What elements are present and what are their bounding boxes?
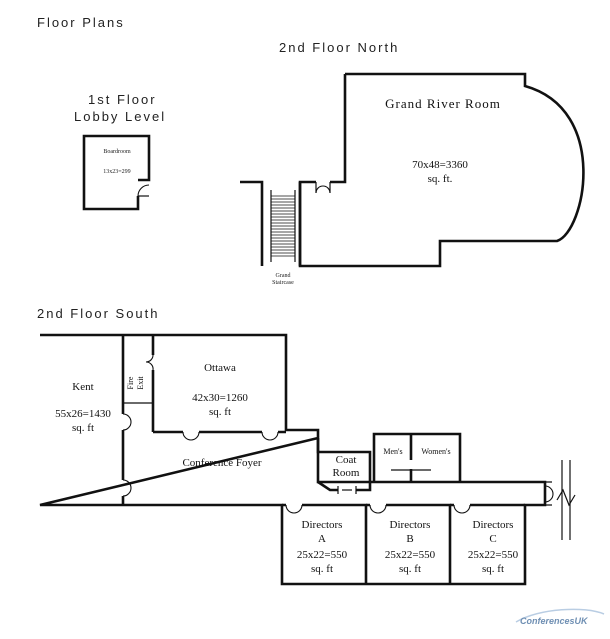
grand-staircase-label-1: Grand — [276, 273, 291, 279]
directors-a-room[interactable]: Directors A 25x22=550 sq. ft — [282, 503, 368, 584]
kent-dims: 55x26=1430 — [55, 408, 111, 420]
floor-plans-heading: Floor Plans — [37, 15, 125, 30]
logo-text: ConferencesUK — [520, 616, 589, 626]
directors-a-letter: A — [318, 533, 326, 545]
grand-staircase-label-2: Staircase — [272, 280, 294, 286]
coat-room-label-2: Room — [333, 467, 360, 479]
womens-label: Women's — [421, 447, 450, 456]
second-floor-north-heading: 2nd Floor North — [279, 40, 399, 55]
grand-river-room-unit: sq. ft. — [428, 173, 453, 185]
lobby-level-heading: Lobby Level — [74, 109, 166, 124]
grand-staircase: Grand Staircase — [240, 180, 302, 286]
directors-c-dims: 25x22=550 — [468, 549, 519, 561]
directors-c-letter: C — [489, 533, 496, 545]
kent-room[interactable]: Kent 55x26=1430 sq. ft — [55, 335, 132, 505]
coat-room-label-1: Coat — [336, 454, 357, 466]
directors-c-unit: sq. ft — [482, 563, 504, 575]
directors-a-unit: sq. ft — [311, 563, 333, 575]
fire-exit-label-1: Fire — [126, 376, 135, 389]
boardroom-label: Boardroom — [103, 149, 131, 155]
grand-river-room[interactable]: Grand River Room 70x48=3360 sq. ft. — [298, 72, 585, 268]
second-floor-south-heading: 2nd Floor South — [37, 306, 160, 321]
fire-exit-label-2: Exit — [136, 376, 145, 390]
boardroom[interactable]: Boardroom 13x23=299 — [82, 134, 151, 211]
directors-b-room[interactable]: Directors B 25x22=550 sq. ft — [366, 503, 452, 584]
washrooms: Men's Women's — [372, 432, 462, 482]
directors-b-label: Directors — [390, 519, 431, 531]
directors-b-unit: sq. ft — [399, 563, 421, 575]
fire-exit[interactable]: Fire Exit — [123, 335, 155, 432]
second-floor-south-plan — [39, 333, 576, 586]
directors-b-dims: 25x22=550 — [385, 549, 436, 561]
ottawa-label: Ottawa — [204, 362, 236, 374]
directors-b-letter: B — [406, 533, 413, 545]
directors-a-label: Directors — [302, 519, 343, 531]
kent-unit: sq. ft — [72, 422, 94, 434]
directors-c-label: Directors — [473, 519, 514, 531]
grand-river-room-label: Grand River Room — [385, 96, 501, 111]
conference-foyer-label: Conference Foyer — [182, 457, 261, 469]
boardroom-dims: 13x23=299 — [103, 169, 130, 175]
ottawa-room[interactable]: Ottawa 42x30=1260 sq. ft — [153, 362, 286, 441]
ottawa-dims: 42x30=1260 — [192, 392, 248, 404]
first-floor-heading: 1st Floor — [88, 92, 157, 107]
coat-room[interactable]: Coat Room — [316, 438, 372, 494]
conferencesuk-logo: ConferencesUK — [515, 608, 605, 626]
kent-label: Kent — [72, 381, 93, 393]
ottawa-unit: sq. ft — [209, 406, 231, 418]
directors-a-dims: 25x22=550 — [297, 549, 348, 561]
mens-label: Men's — [383, 447, 402, 456]
grand-river-room-dims: 70x48=3360 — [412, 159, 468, 171]
directors-c-room[interactable]: Directors C 25x22=550 sq. ft — [450, 503, 525, 575]
